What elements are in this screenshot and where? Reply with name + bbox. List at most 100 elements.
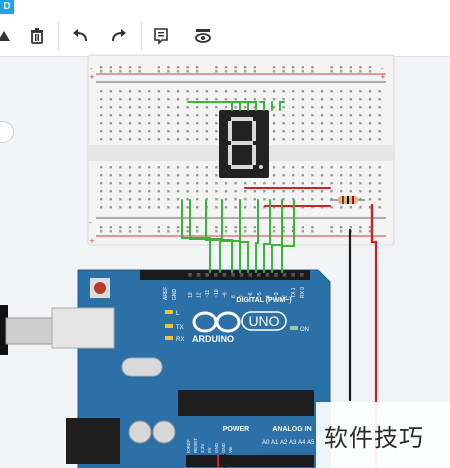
breadboard-hole[interactable] — [301, 206, 304, 209]
breadboard-hole[interactable] — [368, 206, 372, 209]
breadboard-hole[interactable] — [301, 70, 304, 73]
breadboard-hole[interactable] — [157, 114, 160, 117]
breadboard-hole[interactable] — [272, 122, 276, 125]
breadboard-hole[interactable] — [272, 166, 276, 169]
breadboard-hole[interactable] — [330, 98, 333, 101]
breadboard-hole[interactable] — [340, 130, 343, 133]
breadboard-hole[interactable] — [100, 166, 103, 169]
breadboard-hole[interactable] — [234, 90, 237, 93]
breadboard-hole[interactable] — [368, 182, 372, 185]
breadboard-hole[interactable] — [196, 182, 199, 185]
breadboard-hole[interactable] — [292, 90, 295, 93]
breadboard-hole[interactable] — [349, 190, 352, 193]
breadboard-hole[interactable] — [176, 98, 180, 101]
breadboard-hole[interactable] — [186, 98, 189, 101]
wire-green[interactable] — [271, 199, 283, 273]
breadboard-hole[interactable] — [215, 122, 218, 125]
digital-pin[interactable] — [188, 273, 192, 277]
breadboard-hole[interactable] — [176, 166, 180, 169]
breadboard-hole[interactable] — [311, 70, 314, 73]
visibility-button[interactable] — [187, 20, 219, 52]
breadboard-hole[interactable] — [340, 114, 343, 117]
breadboard-hole[interactable] — [359, 70, 362, 73]
breadboard-hole[interactable] — [128, 182, 132, 185]
breadboard-hole[interactable] — [138, 206, 141, 209]
digital-pin[interactable] — [248, 273, 252, 277]
breadboard-hole[interactable] — [349, 114, 352, 117]
breadboard-hole[interactable] — [368, 106, 372, 109]
breadboard-hole[interactable] — [148, 198, 151, 201]
breadboard-hole[interactable] — [100, 130, 103, 133]
breadboard-hole[interactable] — [205, 106, 208, 109]
breadboard-hole[interactable] — [330, 130, 333, 133]
breadboard-hole[interactable] — [215, 106, 218, 109]
breadboard-hole[interactable] — [148, 106, 151, 109]
breadboard-hole[interactable] — [148, 122, 151, 125]
breadboard-hole[interactable] — [196, 198, 199, 201]
breadboard-hole[interactable] — [378, 166, 381, 169]
breadboard-hole[interactable] — [157, 206, 160, 209]
breadboard-hole[interactable] — [263, 182, 266, 185]
breadboard-hole[interactable] — [320, 198, 324, 201]
breadboard-hole[interactable] — [234, 106, 237, 109]
breadboard-hole[interactable] — [109, 106, 112, 109]
breadboard-hole[interactable] — [253, 190, 256, 193]
breadboard-hole[interactable] — [282, 98, 285, 101]
breadboard-hole[interactable] — [340, 98, 343, 101]
breadboard-hole[interactable] — [330, 90, 333, 93]
breadboard-hole[interactable] — [340, 226, 343, 229]
breadboard-hole[interactable] — [119, 166, 122, 169]
breadboard-hole[interactable] — [234, 98, 237, 101]
breadboard-hole[interactable] — [215, 174, 218, 177]
breadboard-hole[interactable] — [272, 130, 276, 133]
breadboard-hole[interactable] — [244, 66, 247, 69]
breadboard-hole[interactable] — [157, 198, 160, 201]
breadboard-hole[interactable] — [378, 98, 381, 101]
digital-pin[interactable] — [222, 273, 227, 277]
breadboard-hole[interactable] — [224, 198, 228, 201]
undo-button[interactable] — [64, 20, 96, 52]
breadboard-hole[interactable] — [176, 114, 180, 117]
breadboard-hole[interactable] — [368, 226, 372, 229]
breadboard-hole[interactable] — [128, 138, 132, 141]
breadboard-hole[interactable] — [148, 98, 151, 101]
breadboard-hole[interactable] — [196, 122, 199, 125]
breadboard-hole[interactable] — [167, 166, 170, 169]
digital-pin[interactable] — [300, 273, 304, 277]
breadboard-hole[interactable] — [138, 106, 141, 109]
breadboard-hole[interactable] — [176, 174, 180, 177]
breadboard-hole[interactable] — [109, 114, 112, 117]
breadboard-hole[interactable] — [186, 66, 189, 69]
breadboard-hole[interactable] — [359, 174, 362, 177]
breadboard-hole[interactable] — [282, 70, 285, 73]
breadboard-hole[interactable] — [359, 190, 362, 193]
breadboard-hole[interactable] — [119, 98, 122, 101]
breadboard-hole[interactable] — [186, 198, 189, 201]
breadboard-hole[interactable] — [292, 106, 295, 109]
breadboard-hole[interactable] — [282, 166, 285, 169]
breadboard-hole[interactable] — [196, 106, 199, 109]
breadboard-hole[interactable] — [100, 106, 103, 109]
breadboard-hole[interactable] — [119, 90, 122, 93]
breadboard-hole[interactable] — [368, 166, 372, 169]
breadboard-hole[interactable] — [272, 106, 276, 109]
breadboard-hole[interactable] — [349, 166, 352, 169]
breadboard-hole[interactable] — [186, 190, 189, 193]
digital-pin[interactable] — [231, 273, 235, 277]
breadboard-hole[interactable] — [128, 106, 132, 109]
power-header[interactable] — [186, 455, 314, 467]
breadboard-hole[interactable] — [301, 66, 304, 69]
breadboard-hole[interactable] — [176, 206, 180, 209]
digital-pin[interactable] — [196, 273, 201, 277]
breadboard-hole[interactable] — [292, 114, 295, 117]
breadboard-hole[interactable] — [167, 98, 170, 101]
breadboard-hole[interactable] — [224, 106, 228, 109]
breadboard-hole[interactable] — [368, 70, 372, 73]
breadboard-hole[interactable] — [224, 182, 228, 185]
breadboard-hole[interactable] — [100, 182, 103, 185]
breadboard-hole[interactable] — [301, 114, 304, 117]
breadboard-hole[interactable] — [138, 98, 141, 101]
breadboard-hole[interactable] — [119, 206, 122, 209]
breadboard-hole[interactable] — [196, 138, 199, 141]
breadboard-hole[interactable] — [148, 138, 151, 141]
